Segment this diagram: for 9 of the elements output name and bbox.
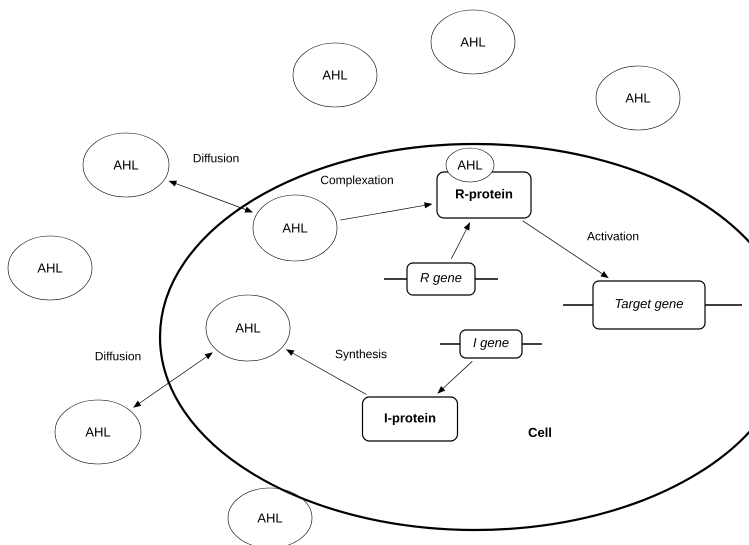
edge-label: Diffusion (192, 152, 240, 164)
edge-label: Synthesis (334, 348, 388, 362)
gene-box: Target gene (592, 280, 706, 330)
gene-box: R gene (406, 262, 476, 296)
edge-label: Diffusion (94, 350, 142, 362)
gene-box: I gene (459, 329, 523, 359)
edge-label: Complexation (319, 174, 395, 188)
protein-box: I-protein (362, 396, 458, 442)
edge-label: Activation (586, 230, 640, 242)
